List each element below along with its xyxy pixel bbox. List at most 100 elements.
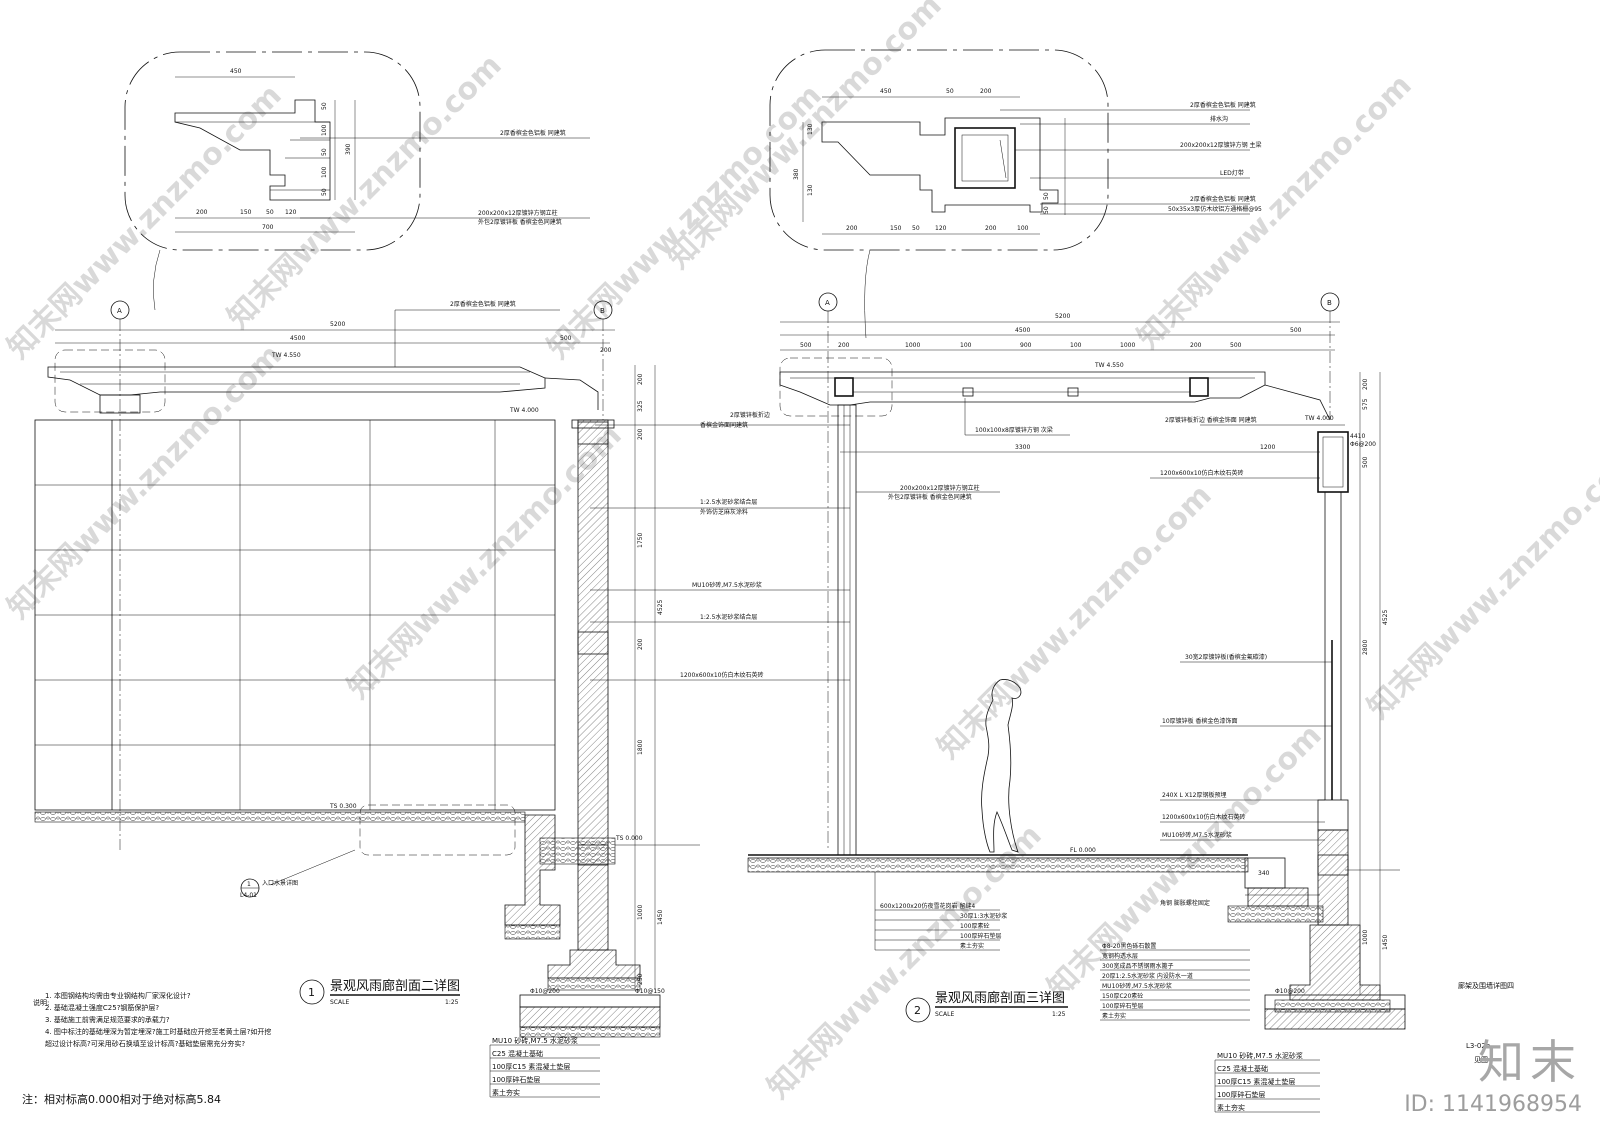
- callout-label: 1:2.5水泥砂浆结合层: [700, 498, 757, 506]
- callout-label: 排水沟: [1210, 115, 1228, 123]
- dimension-text: 130: [807, 123, 814, 135]
- level-mark: TW 4.550: [1094, 362, 1124, 369]
- dimension-text: 900: [1020, 342, 1032, 349]
- main-beam: [834, 377, 854, 397]
- layer-label: 素土夯实: [492, 1088, 520, 1097]
- callout-label: 240X L X12厚钢板预埋: [1162, 791, 1226, 799]
- layer-label: 100厚碎石垫层: [492, 1075, 540, 1084]
- callout-label: MU10砂砖,M7.5水泥砂浆: [692, 581, 762, 589]
- axis-label: A: [825, 299, 830, 307]
- detail-bubble-2: 450 50 200 200 150 50 120 200 100 130 38…: [769, 49, 1262, 339]
- side-ref-note: 见图: [1474, 1056, 1488, 1064]
- footing-slab: [519, 994, 661, 1008]
- callout-label: 50x35x3厚仿木纹铝方通格栅@95: [1168, 205, 1262, 213]
- small-dim: Φ6@200: [1350, 441, 1376, 448]
- callout-label: 2厚镀锌板折边 香槟金饰面 同建筑: [1165, 416, 1257, 424]
- dimension-text: 4500: [290, 335, 305, 342]
- layer-label: 600x1200x20仿夜雪花岗岩 留缝4: [880, 902, 975, 910]
- detail-outline: [124, 51, 421, 251]
- drawing-number: 1: [308, 986, 315, 999]
- callout-label: 200x200x12厚镀锌方钢 主梁: [1180, 141, 1262, 149]
- dimension-text: 3300: [1015, 444, 1030, 451]
- dimension-text: 150: [240, 209, 252, 216]
- note-line: 1. 本图钢结构均需由专业钢结构厂家深化设计?: [45, 991, 191, 1000]
- side-title: 廊架及围墙详图四: [1458, 981, 1514, 990]
- layer-label: 素土夯实: [1102, 1012, 1126, 1020]
- ground-layer: [34, 811, 526, 823]
- dimension-text: 250: [637, 973, 644, 985]
- detail-callout-box: [54, 349, 166, 413]
- dimension-text: 100: [321, 166, 328, 178]
- dimension-text: 100: [1070, 342, 1082, 349]
- drain-layer-legend: Φ8-20黑色砾石散置 宽钢构透水层 300宽成品不锈钢雨水篦子 20厚1:2.…: [1100, 942, 1250, 1021]
- dimension-text: 5200: [330, 321, 345, 328]
- note-line: 2. 基础混凝土强度C25?钢筋保护层?: [45, 1003, 159, 1012]
- callout-label: 100x100x8厚镀锌方钢 次梁: [975, 426, 1053, 434]
- footing-base: [519, 1006, 661, 1028]
- rebar-label: Φ10@150: [635, 988, 665, 995]
- gravel-layer: [547, 977, 641, 991]
- dimension-text: 450: [230, 68, 242, 75]
- layer-label: 100厚C15 素混凝土垫层: [492, 1062, 570, 1071]
- dimension-text: 100: [960, 342, 972, 349]
- dimension-text: 50: [1043, 192, 1050, 200]
- main-beam-tube: [954, 127, 1016, 189]
- footing-base: [1264, 1008, 1406, 1030]
- callout-label: 1200x600x10仿白木纹石英砖: [680, 671, 763, 679]
- dimension-text: 500: [560, 335, 572, 342]
- dimension-text: 200: [637, 428, 644, 440]
- dimension-text: 1800: [637, 740, 644, 755]
- axis-label: B: [600, 307, 605, 315]
- layer-label: 300宽成品不锈钢雨水篦子: [1102, 962, 1173, 970]
- dimension-text: 4500: [1015, 327, 1030, 334]
- dimension-text: 200: [1190, 342, 1202, 349]
- column-b-base: [1317, 799, 1349, 831]
- layer-label: Φ8-20黑色砾石散置: [1102, 942, 1156, 950]
- foundation-legend-1: MU10 砂砖,M7.5 水泥砂浆 C25 混凝土基础 100厚C15 素混凝土…: [489, 1036, 600, 1098]
- drawing-title: 景观风雨廊剖面二详图: [330, 978, 460, 994]
- pier-band: [577, 631, 609, 655]
- rebar-label: Φ10@200: [530, 988, 560, 995]
- detail-callout-box: [779, 357, 893, 417]
- level-mark: TW 4.000: [509, 407, 539, 414]
- drawing-number-bubble: [299, 979, 325, 1005]
- dimension-text: 200: [196, 209, 208, 216]
- foundation-legend-2: MU10 砂砖,M7.5 水泥砂浆 C25 混凝土基础 100厚C15 素混凝土…: [1214, 1051, 1320, 1113]
- leader-line: [269, 849, 356, 886]
- tile-grid: [35, 420, 555, 810]
- ref-sheet: L4-01: [240, 892, 257, 899]
- drawing-title: 景观风雨廊剖面三详图: [935, 990, 1065, 1006]
- canopy-section: [779, 371, 1266, 406]
- dimension-text: 50: [266, 209, 274, 216]
- layer-label: 30厚1:3水泥砂浆: [960, 912, 1007, 920]
- profile-line: [999, 139, 1007, 179]
- note-line: 3. 基础施工前需满足规范要求的承载力?: [45, 1015, 170, 1024]
- main-beam: [1189, 377, 1209, 397]
- axis-label: A: [117, 307, 122, 315]
- watermark-badge: 知末 ID: 1141968954: [1404, 1026, 1582, 1117]
- layer-label: C25 混凝土基础: [1217, 1064, 1268, 1073]
- dimension-text: 1450: [1382, 935, 1389, 950]
- dimension-text: 390: [345, 143, 352, 155]
- dimension-text: 340: [1258, 870, 1270, 877]
- dimension-text: 200: [846, 225, 858, 232]
- dimension-text: 120: [935, 225, 947, 232]
- gravel-layer: [1227, 905, 1324, 923]
- dimension-text: 50: [946, 88, 954, 95]
- brick-pier: [577, 419, 609, 951]
- watermark-text: 知末网www.znzmo.com: [1, 338, 289, 626]
- note-line: 超过设计标高?可采用砂石换填至设计标高?基础垫层需充分夯实?: [45, 1039, 245, 1048]
- callout-label: 外饰仿芝麻灰涂料: [700, 508, 748, 516]
- dimension-text: 325: [637, 400, 644, 412]
- pier-cap: [577, 421, 609, 445]
- section-2: A B 5200 4500 500 500 200 1000 100 900 1…: [747, 292, 1406, 1113]
- note-line: 4. 图中标注的基础埋深为暂定埋深?施工时基础应开挖至老黄土层?如开挖: [45, 1027, 271, 1036]
- ref-text: 入口水景详图: [262, 879, 298, 887]
- callout-label: 200x200x12厚镀锌方钢立柱: [900, 484, 980, 492]
- dimension-text: 1450: [657, 910, 664, 925]
- callout-label: 2厚香槟金色铝板 同建筑: [500, 129, 566, 137]
- dimension-text: 200: [637, 373, 644, 385]
- dimension-text: 575: [1362, 398, 1369, 410]
- watermark-text: 知末网www.znzmo.com: [541, 78, 829, 366]
